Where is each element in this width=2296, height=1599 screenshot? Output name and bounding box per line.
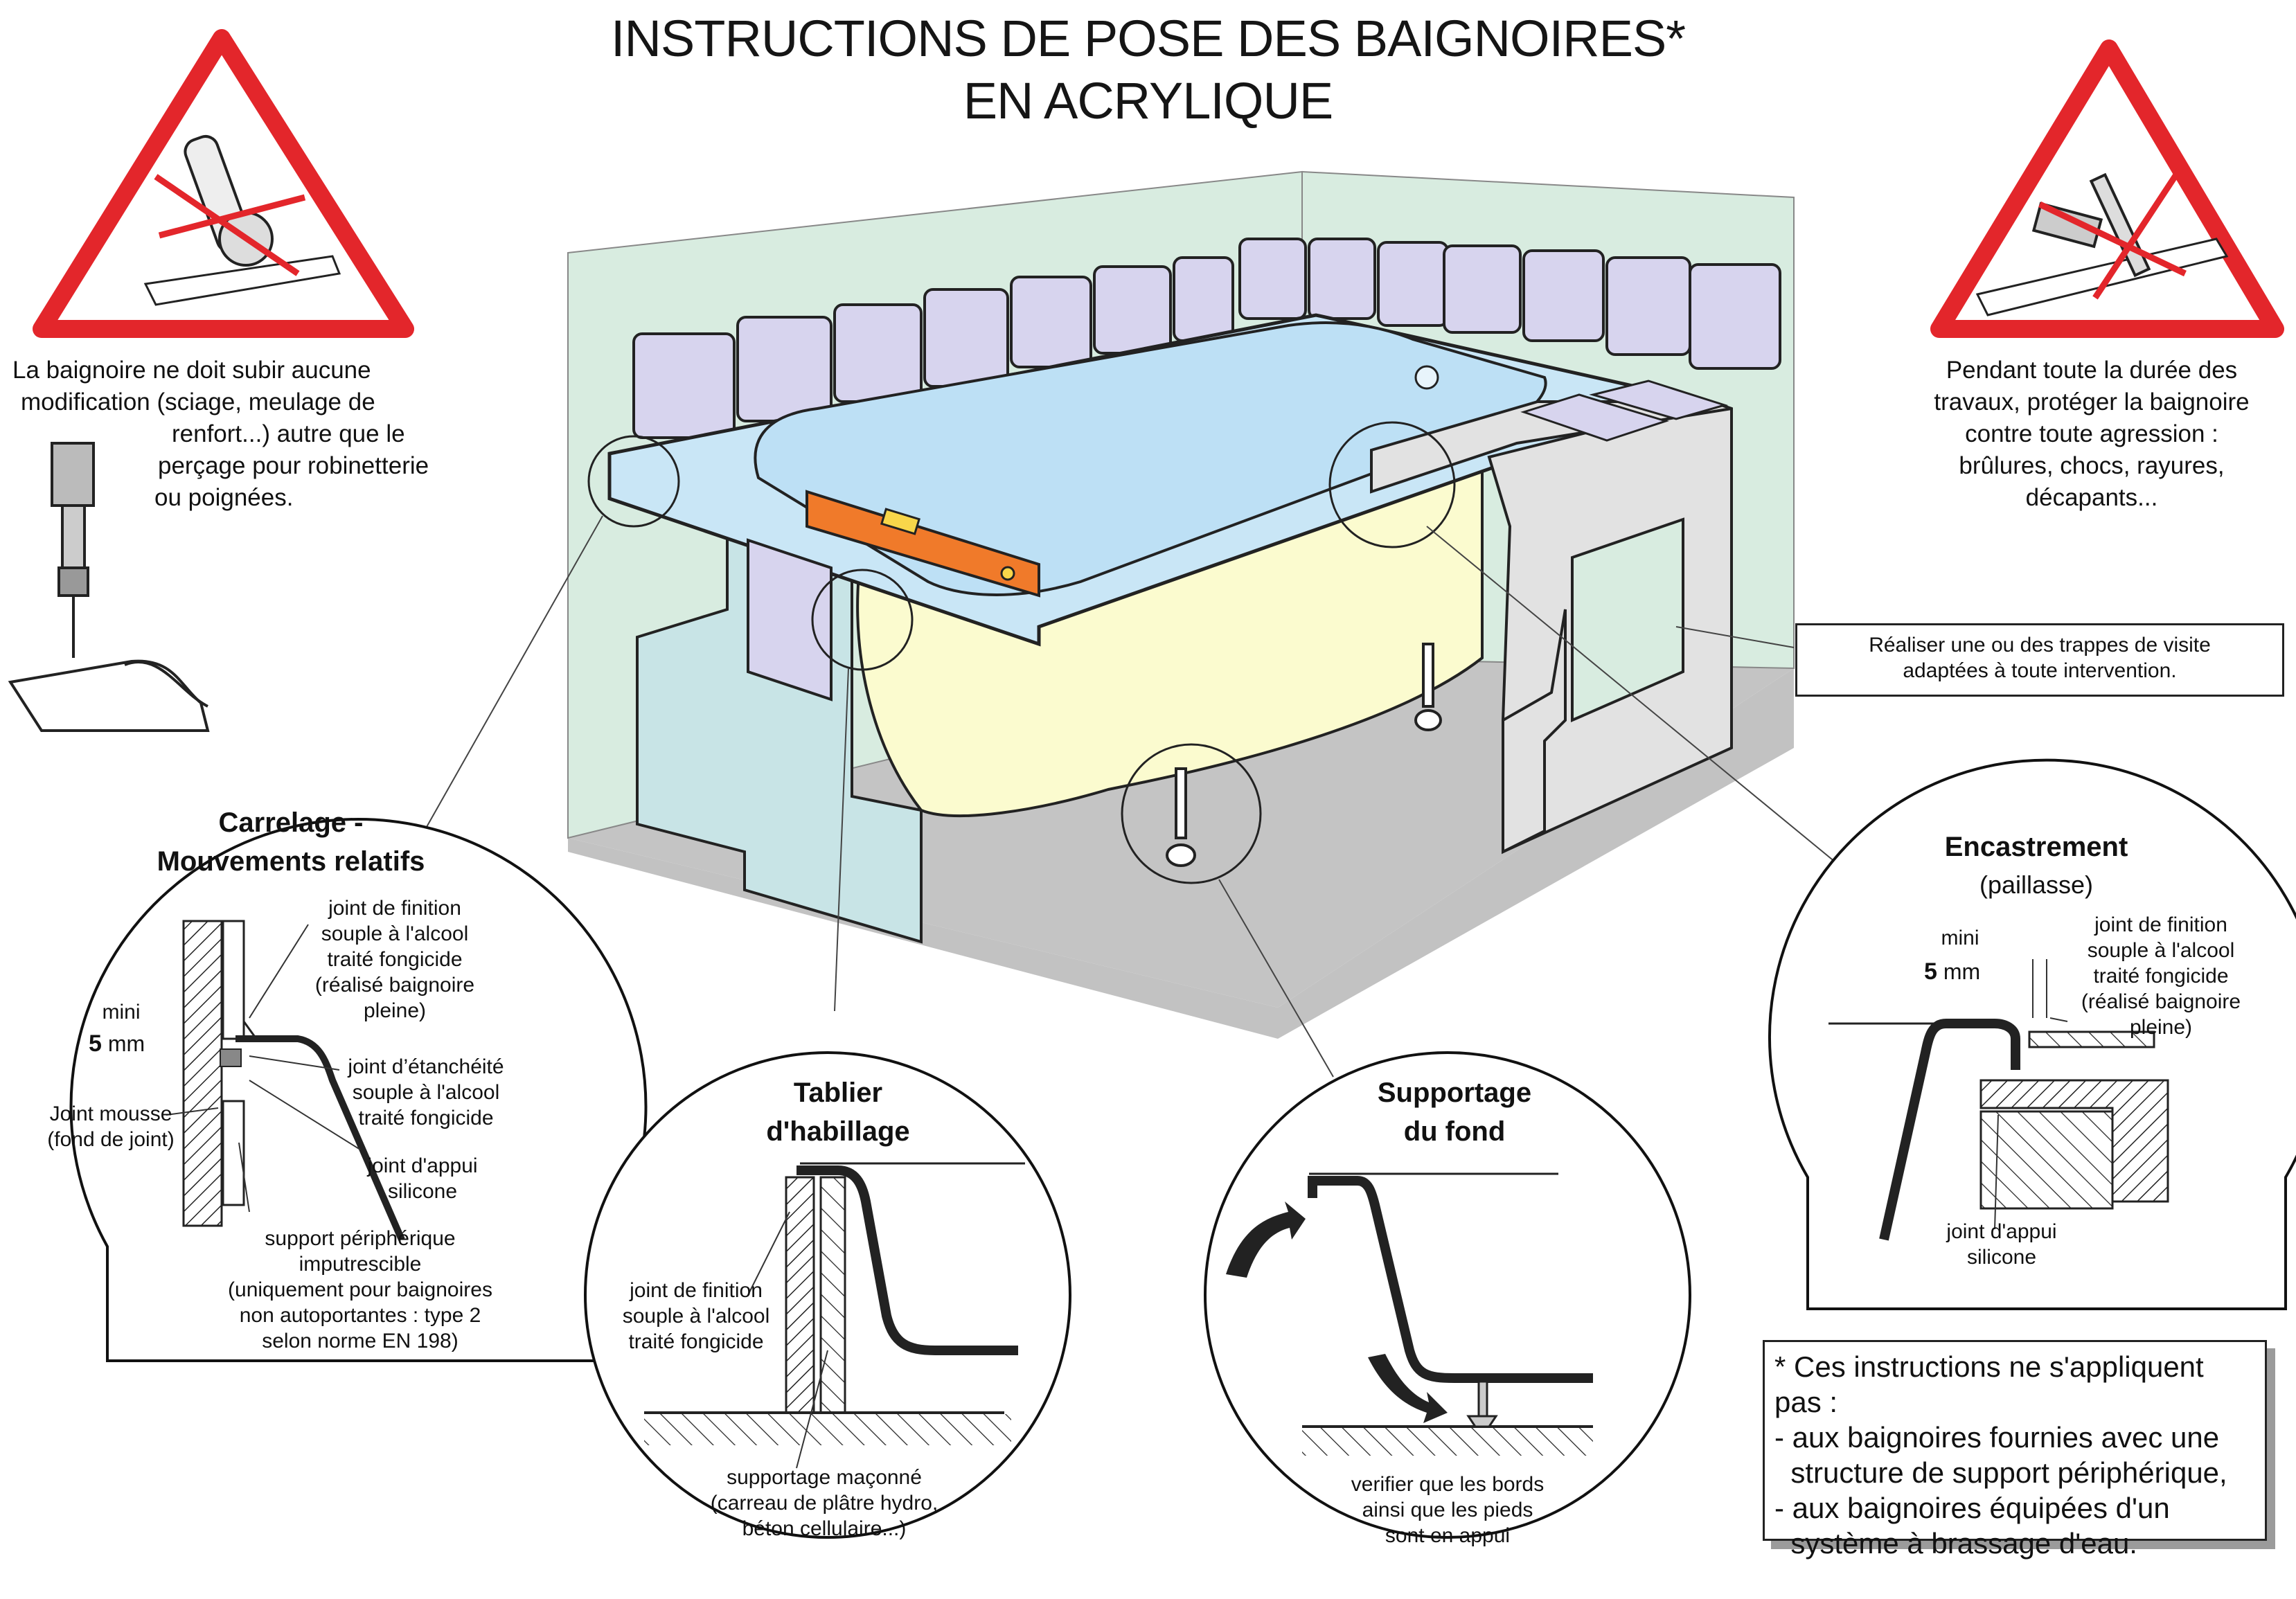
trap-note-line-1: Réaliser une ou des trappes de visite (1869, 634, 2211, 656)
access-panel (747, 538, 833, 702)
no-cutting-warning-icon (33, 29, 414, 338)
carrelage-joint-mousse: Joint mousse(fond de joint) (47, 1102, 175, 1151)
encastrement-subtitle: (paillasse) (1979, 870, 2094, 899)
carrelage-mini: mini (102, 1001, 141, 1024)
carrelage-5mm: 5 mm (89, 1030, 145, 1057)
footnote-line-3: structure de support périphérique, (1774, 1456, 2227, 1489)
footnote-box: * Ces instructions ne s'appliquent pas :… (1763, 1340, 2267, 1560)
detail-circle-supportage (1121, 743, 1262, 884)
trap-note-box: Réaliser une ou des trappes de visite ad… (1795, 623, 2284, 697)
spirit-level (806, 490, 1040, 598)
footnote-line-4: - aux baignoires équipées d'un (1774, 1492, 2170, 1524)
encastrement-5mm: 5 mm (1924, 958, 1981, 985)
bath-feet (1166, 643, 1442, 867)
no-hammer-warning-icon (1930, 39, 2284, 338)
footnote-line-1: * Ces instructions ne s'appliquent pas : (1774, 1350, 2204, 1418)
bubble-tablier (584, 1051, 1071, 1539)
footnote-line-5: système à brassage d'eau. (1774, 1527, 2137, 1560)
drill-icon (8, 442, 210, 732)
warning-right-text: Pendant toute la durée des travaux, prot… (1934, 357, 2250, 511)
encastrement-title: Encastrement (1944, 832, 2128, 862)
carrelage-title: Carrelage - Mouvements relatifs (157, 807, 425, 877)
bubble-encastrement (1768, 758, 2296, 1310)
wall-tiles (632, 238, 1781, 439)
page-subtitle: EN ACRYLIQUE (963, 72, 1334, 129)
bathroom-scene (408, 170, 1836, 1078)
warning-left-text: La baignoire ne doit subir aucune modifi… (12, 357, 429, 511)
floor (568, 668, 1794, 1039)
trap-note-line-2: adaptées à toute intervention. (1903, 659, 2177, 682)
page-title: INSTRUCTIONS DE POSE DES BAIGNOIRES* (610, 10, 1686, 67)
tablier-support: supportage maçonné(carreau de plâtre hyd… (710, 1466, 938, 1540)
encastrement-mini: mini (1941, 927, 1979, 949)
bubble-supportage (1204, 1051, 1691, 1539)
bubble-carrelage (69, 817, 648, 1362)
detail-circle-tablier (811, 569, 914, 671)
detail-circle-carrelage (587, 435, 680, 528)
detail-circle-encastrement (1328, 421, 1456, 548)
drain-icon (1414, 365, 1439, 390)
footnote-line-2: - aux baignoires fournies avec une (1774, 1421, 2220, 1454)
bath-basin (754, 321, 1547, 596)
